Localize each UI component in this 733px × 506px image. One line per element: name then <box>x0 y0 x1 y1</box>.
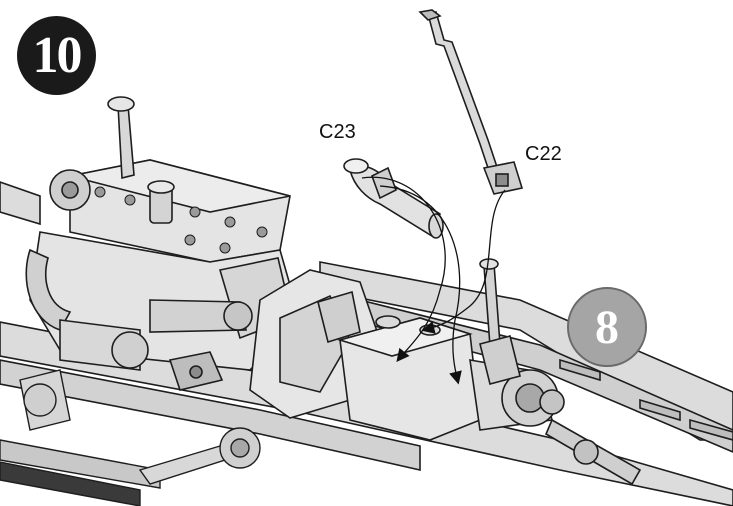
callout-label-c23: C23 <box>319 121 356 143</box>
part-c22-rod <box>418 9 524 195</box>
step-number-badge: 10 <box>17 16 96 95</box>
part-c23-hose <box>343 158 444 239</box>
front-suspension <box>0 369 261 506</box>
engine <box>25 96 301 391</box>
assembly-guide-lines <box>361 176 506 385</box>
transmission <box>249 258 642 486</box>
reference-step-badge: 8 <box>567 287 647 367</box>
callout-label-c22: C22 <box>525 143 562 165</box>
